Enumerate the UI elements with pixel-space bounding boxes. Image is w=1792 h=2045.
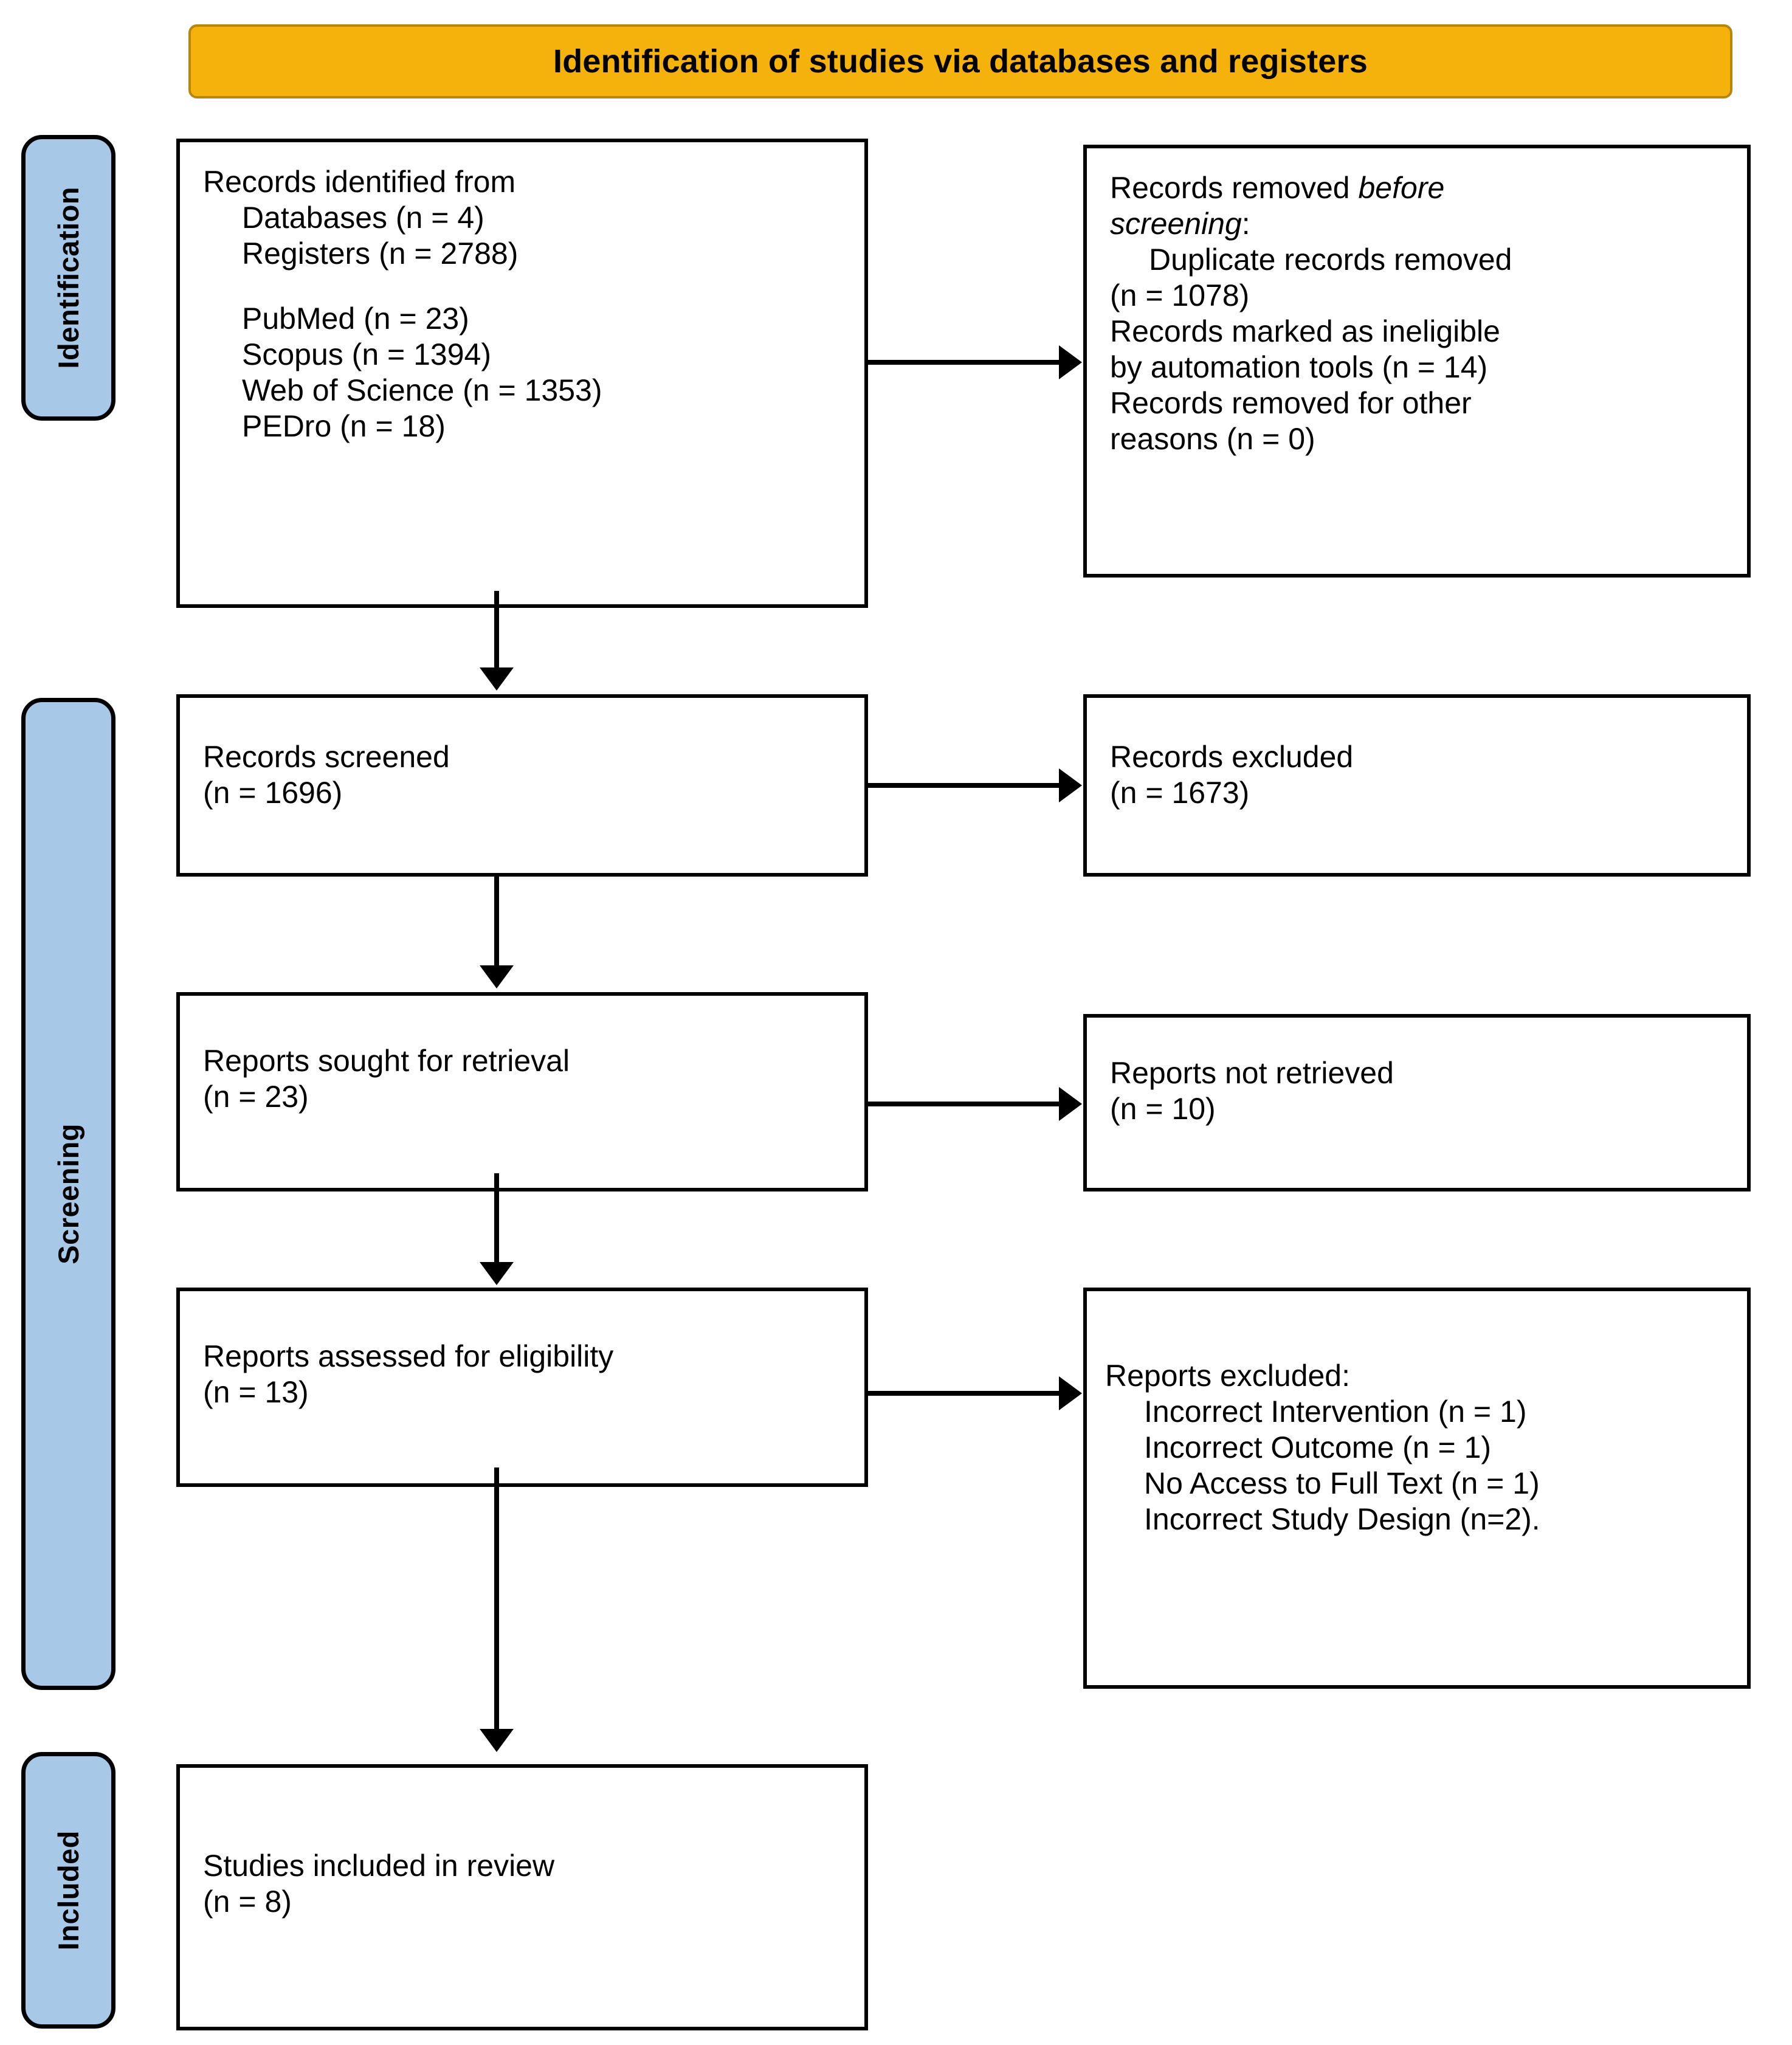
reports-not-retrieved-line-2: (n = 10) xyxy=(1110,1092,1216,1126)
phase-label-included: Included xyxy=(21,1752,115,2029)
phase-label-screening: Screening xyxy=(21,698,115,1690)
connector-sought-to-assessed xyxy=(494,1173,499,1263)
records-removed-line-5: Records marked as ineligible xyxy=(1110,314,1500,348)
reports-excluded-line-4: No Access to Full Text (n = 1) xyxy=(1144,1466,1540,1500)
studies-included-line-1: Studies included in review xyxy=(203,1849,555,1883)
arrowhead-identified-to-removed xyxy=(1059,345,1082,379)
reports-sought-line-1: Reports sought for retrieval xyxy=(203,1044,570,1078)
connector-screened-to-sought xyxy=(494,874,499,967)
records-removed-line-2: screening: xyxy=(1110,206,1729,242)
reports-assessed-line-2: (n = 13) xyxy=(203,1375,309,1409)
box-records-excluded: Records excluded (n = 1673) xyxy=(1083,694,1751,877)
box-reports-sought: Reports sought for retrieval (n = 23) xyxy=(176,992,868,1191)
connector-assessed-to-excluded xyxy=(866,1391,1060,1396)
reports-excluded-line-3: Incorrect Outcome (n = 1) xyxy=(1144,1430,1492,1464)
reports-not-retrieved-line-1: Reports not retrieved xyxy=(1110,1056,1394,1090)
records-removed-l1a: Records removed xyxy=(1110,171,1359,205)
connector-assessed-to-included xyxy=(494,1467,499,1730)
records-identified-line-5: Scopus (n = 1394) xyxy=(242,337,491,371)
records-excluded-line-1: Records excluded xyxy=(1110,740,1354,774)
records-removed-l1b: before xyxy=(1358,171,1445,205)
connector-identified-to-screened xyxy=(494,591,499,669)
reports-excluded-line-2: Incorrect Intervention (n = 1) xyxy=(1144,1395,1527,1429)
arrowhead-identified-to-screened xyxy=(480,667,514,691)
header-banner: Identification of studies via databases … xyxy=(188,24,1732,98)
records-removed-line-3: Duplicate records removed xyxy=(1149,243,1512,277)
box-records-screened: Records screened (n = 1696) xyxy=(176,694,868,877)
box-reports-not-retrieved: Reports not retrieved (n = 10) xyxy=(1083,1014,1751,1191)
records-identified-line-4: PubMed (n = 23) xyxy=(242,301,469,336)
records-identified-line-6: Web of Science (n = 1353) xyxy=(242,373,602,407)
phase-included-text: Included xyxy=(52,1830,84,1951)
records-removed-line-7: Records removed for other xyxy=(1110,386,1472,420)
arrowhead-assessed-to-excluded xyxy=(1059,1376,1082,1410)
studies-included-line-2: (n = 8) xyxy=(203,1885,292,1919)
records-excluded-line-2: (n = 1673) xyxy=(1110,776,1250,810)
records-screened-line-1: Records screened xyxy=(203,740,450,774)
records-removed-l2b: : xyxy=(1241,207,1250,241)
reports-sought-line-2: (n = 23) xyxy=(203,1080,309,1114)
connector-sought-to-not-retrieved xyxy=(866,1102,1060,1106)
reports-excluded-line-1: Reports excluded: xyxy=(1105,1359,1351,1393)
box-reports-excluded: Reports excluded: Incorrect Intervention… xyxy=(1083,1288,1751,1689)
arrowhead-screened-to-excluded xyxy=(1059,768,1082,802)
arrowhead-sought-to-assessed xyxy=(480,1262,514,1285)
arrowhead-assessed-to-included xyxy=(480,1729,514,1752)
connector-screened-to-excluded xyxy=(866,783,1060,788)
box-records-identified: Records identified from Databases (n = 4… xyxy=(176,139,868,608)
phase-screening-text: Screening xyxy=(52,1123,84,1264)
box-studies-included: Studies included in review (n = 8) xyxy=(176,1764,868,2030)
arrowhead-sought-to-not-retrieved xyxy=(1059,1087,1082,1121)
phase-label-identification: Identification xyxy=(21,135,115,421)
records-identified-line-7: PEDro (n = 18) xyxy=(242,409,446,443)
phase-identification-text: Identification xyxy=(52,187,84,369)
records-identified-line-2: Databases (n = 4) xyxy=(242,201,484,235)
records-removed-l2a: screening xyxy=(1110,207,1242,241)
header-title: Identification of studies via databases … xyxy=(553,43,1368,80)
records-identified-line-3: Registers (n = 2788) xyxy=(242,236,519,271)
reports-assessed-line-1: Reports assessed for eligibility xyxy=(203,1339,614,1373)
reports-excluded-line-5: Incorrect Study Design (n=2). xyxy=(1144,1502,1540,1536)
arrowhead-screened-to-sought xyxy=(480,965,514,988)
records-removed-line-1: Records removed before xyxy=(1110,170,1729,206)
connector-identified-to-removed xyxy=(866,360,1060,365)
records-identified-line-1: Records identified from xyxy=(203,165,516,199)
box-records-removed: Records removed before screening: Duplic… xyxy=(1083,145,1751,578)
box-reports-assessed: Reports assessed for eligibility (n = 13… xyxy=(176,1288,868,1487)
records-removed-line-6: by automation tools (n = 14) xyxy=(1110,350,1488,384)
records-screened-line-2: (n = 1696) xyxy=(203,776,343,810)
records-removed-line-4: (n = 1078) xyxy=(1110,278,1250,312)
records-removed-line-8: reasons (n = 0) xyxy=(1110,422,1315,456)
records-identified-spacer xyxy=(203,272,846,301)
